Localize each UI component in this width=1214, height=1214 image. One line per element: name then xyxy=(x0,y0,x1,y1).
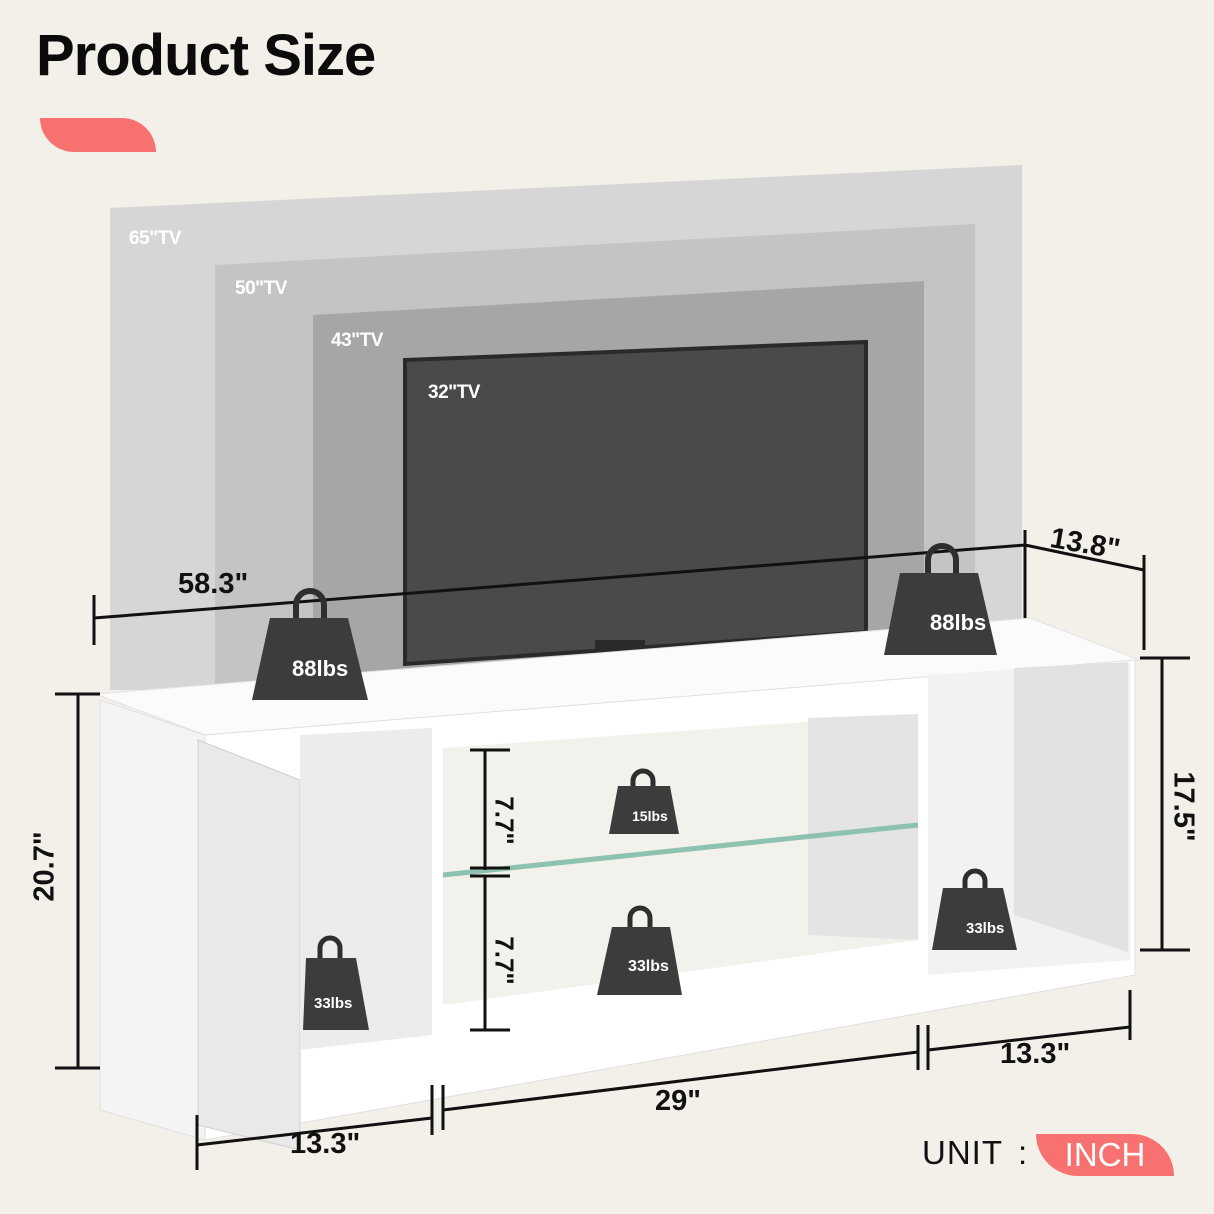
weight-icon-top-left xyxy=(252,588,368,700)
unit-value-badge: INCH xyxy=(1036,1134,1174,1176)
glass-shelf xyxy=(442,822,919,878)
tv-50-label: 50"TV xyxy=(235,278,287,299)
total-height-label: 20.7" xyxy=(28,831,61,902)
center-compartment xyxy=(443,714,918,1005)
weight-icon-right-cabinet xyxy=(932,868,1017,950)
tv-32-label: 32"TV xyxy=(428,382,480,403)
weight-icon-left-cabinet xyxy=(303,935,369,1030)
weight-icon-glass-shelf xyxy=(609,768,679,834)
center-inner-wall xyxy=(808,714,918,940)
tv-65-label: 65"TV xyxy=(129,228,181,249)
unit-separator: : xyxy=(1018,1134,1028,1171)
weight-glass-shelf-label: 15lbs xyxy=(632,808,668,824)
inner-height-label: 17.5" xyxy=(1167,771,1200,842)
right-inner-wall xyxy=(1014,662,1128,952)
right-cabinet-width-label: 13.3" xyxy=(1000,1038,1071,1070)
lower-shelf-height-label: 7.7" xyxy=(489,936,520,985)
center-width-label: 29" xyxy=(655,1085,702,1117)
unit-label: UNIT xyxy=(922,1134,1003,1171)
weight-top-left-label: 88lbs xyxy=(292,656,349,681)
weight-center-bottom-label: 33lbs xyxy=(628,958,669,975)
weight-icon-top-right xyxy=(884,543,997,655)
weight-right-cabinet-label: 33lbs xyxy=(966,920,1005,937)
weight-left-cabinet-label: 33lbs xyxy=(314,995,353,1012)
weight-top-right-label: 88lbs xyxy=(930,610,987,635)
weight-icon-center-bottom xyxy=(597,905,682,995)
page-title: Product Size xyxy=(36,23,376,88)
left-door xyxy=(197,739,301,1151)
title-accent-bar xyxy=(40,118,156,152)
stand-front xyxy=(99,699,206,1141)
total-width-label: 58.3" xyxy=(178,568,249,600)
stand-top xyxy=(94,617,1141,736)
upper-shelf-height-label: 7.7" xyxy=(489,796,520,845)
left-cabinet-width-label: 13.3" xyxy=(290,1128,361,1160)
tv-43-label: 43"TV xyxy=(331,330,383,351)
